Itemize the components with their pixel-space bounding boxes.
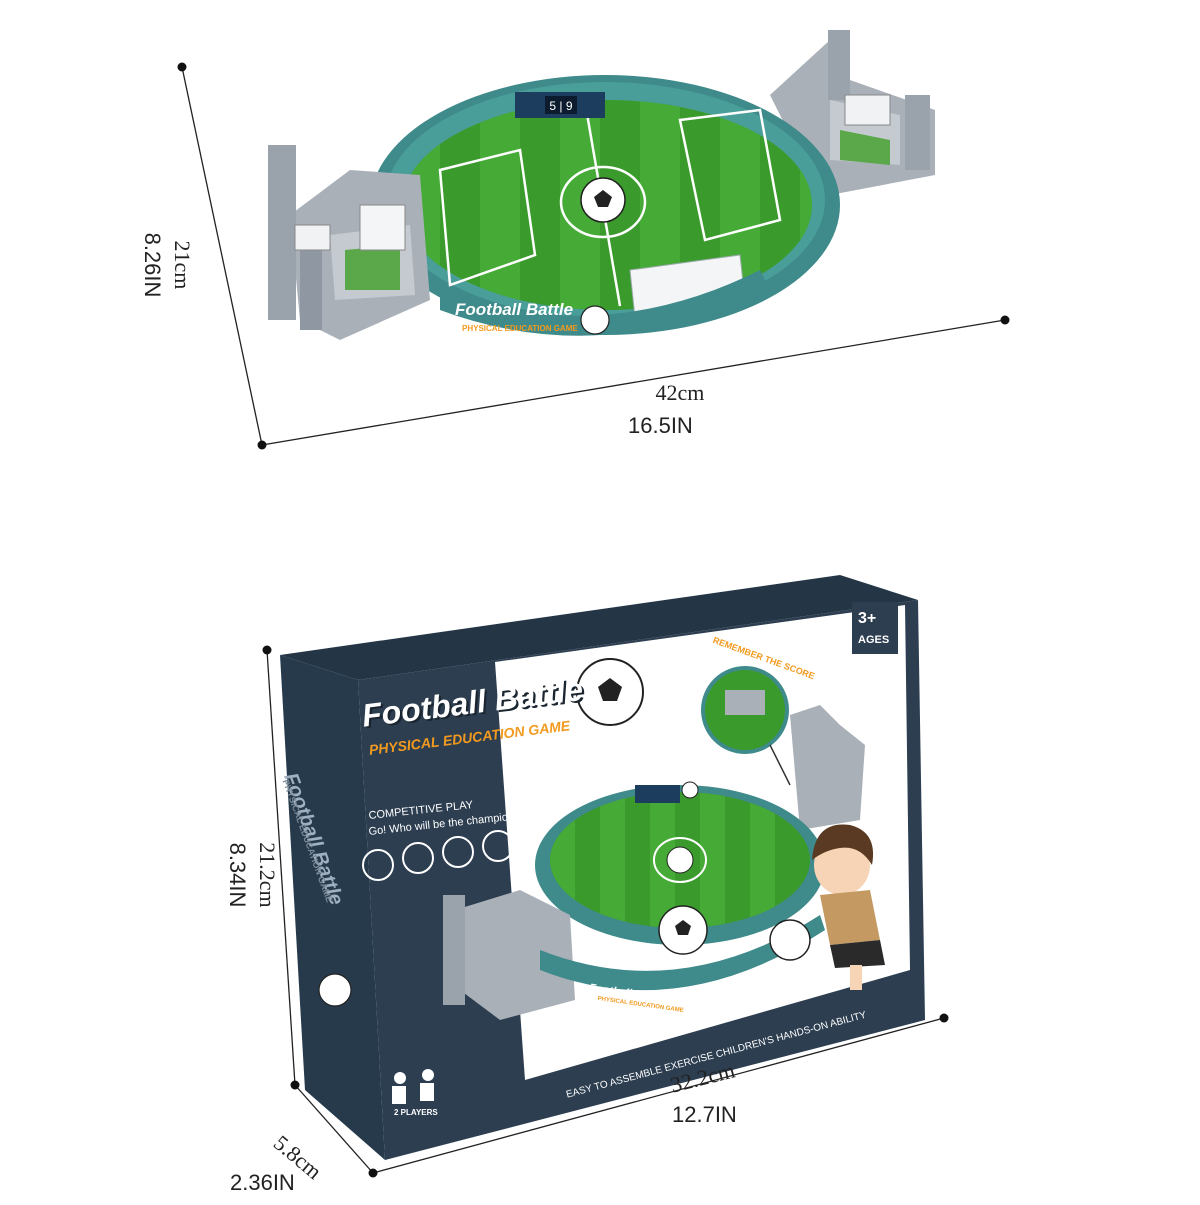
age-number: 3+ bbox=[858, 610, 877, 627]
top-product-illustration: 5 | 9 Football Battle PHYSICAL EDUCATION… bbox=[177, 30, 1010, 450]
scoreboard: 5 | 9 bbox=[515, 92, 605, 118]
activity-icons bbox=[362, 830, 514, 881]
age-label: AGES bbox=[858, 634, 890, 646]
box-width-in: 12.7IN bbox=[672, 1102, 737, 1127]
box-height-label: 21.2cm 8.34IN bbox=[190, 815, 280, 935]
kid-illustration bbox=[812, 824, 885, 990]
top-dimension-lines bbox=[181, 66, 1006, 446]
top-product-section: 5 | 9 Football Battle PHYSICAL EDUCATION… bbox=[0, 0, 1200, 470]
players-icon bbox=[392, 1069, 434, 1104]
magnifier-detail bbox=[701, 666, 791, 786]
box-section: Football Battle PHYSICAL EDUCATION GAME … bbox=[0, 520, 1200, 1200]
top-field-logo: Football Battle bbox=[455, 300, 573, 319]
box-illustration bbox=[262, 575, 949, 1178]
age-badge bbox=[852, 602, 898, 654]
box-field bbox=[443, 705, 865, 1020]
box-depth-in: 2.36IN bbox=[230, 1170, 295, 1195]
box-dimension-lines bbox=[266, 649, 945, 1174]
players-label: 2 PLAYERS bbox=[394, 1108, 438, 1117]
box-height-cm: 21.2cm bbox=[255, 842, 280, 908]
svg-text:5 | 9: 5 | 9 bbox=[549, 99, 572, 113]
left-stand bbox=[268, 145, 430, 340]
top-field bbox=[402, 100, 812, 310]
top-width-cm: 42cm bbox=[655, 380, 705, 405]
top-field-logo-sub: PHYSICAL EDUCATION GAME bbox=[462, 324, 578, 333]
box-height-in: 8.34IN bbox=[225, 842, 250, 908]
top-depth-label: 21cm 8.26IN bbox=[105, 215, 195, 315]
top-depth-in: 8.26IN bbox=[140, 232, 165, 298]
top-width-in: 16.5IN bbox=[628, 413, 693, 438]
top-depth-cm: 21cm bbox=[170, 240, 195, 290]
